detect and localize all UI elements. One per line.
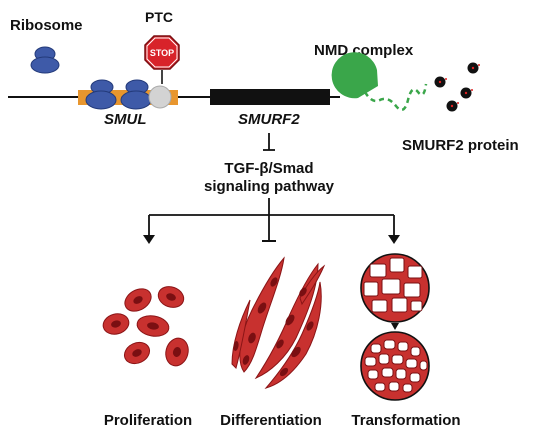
ribosome-icon	[85, 79, 117, 110]
arrow-proliferation	[143, 235, 155, 244]
nmd-complex-icon	[331, 52, 378, 99]
transformation-circle-icon	[360, 331, 430, 401]
ribosome-icon	[30, 46, 60, 74]
differentiation-label: Differentiation	[220, 412, 322, 429]
pathway-title-line2: signaling pathway	[204, 178, 335, 195]
smurf2-protein-icon	[434, 62, 480, 112]
smurf2-label: SMURF2	[238, 111, 300, 128]
arrow-transformation	[388, 235, 400, 244]
proliferating-cells-icon	[102, 286, 189, 367]
branch-connectors	[148, 198, 395, 240]
degraded-mrna-fragment	[363, 83, 428, 112]
ptc-label: PTC	[145, 9, 173, 25]
ribosome-label: Ribosome	[10, 17, 83, 34]
stop-sign-icon: STOP	[144, 35, 180, 70]
transformation-circle-icon	[360, 253, 430, 323]
differentiated-cells-icon	[231, 256, 326, 389]
transformation-label: Transformation	[351, 412, 460, 429]
arrow-transformation-change	[391, 323, 399, 330]
ribosome-icon	[120, 79, 152, 110]
nmd-complex-label: NMD complex	[314, 42, 414, 59]
smurf2-protein-label: SMURF2 protein	[402, 137, 519, 154]
pathway-title-line1: TGF-β/Smad	[224, 160, 313, 177]
ptc-circle-icon	[148, 85, 172, 109]
smurf2-segment	[210, 89, 330, 105]
smul-label: SMUL	[104, 111, 147, 128]
stop-sign-text: STOP	[150, 48, 174, 58]
proliferation-label: Proliferation	[104, 412, 192, 429]
